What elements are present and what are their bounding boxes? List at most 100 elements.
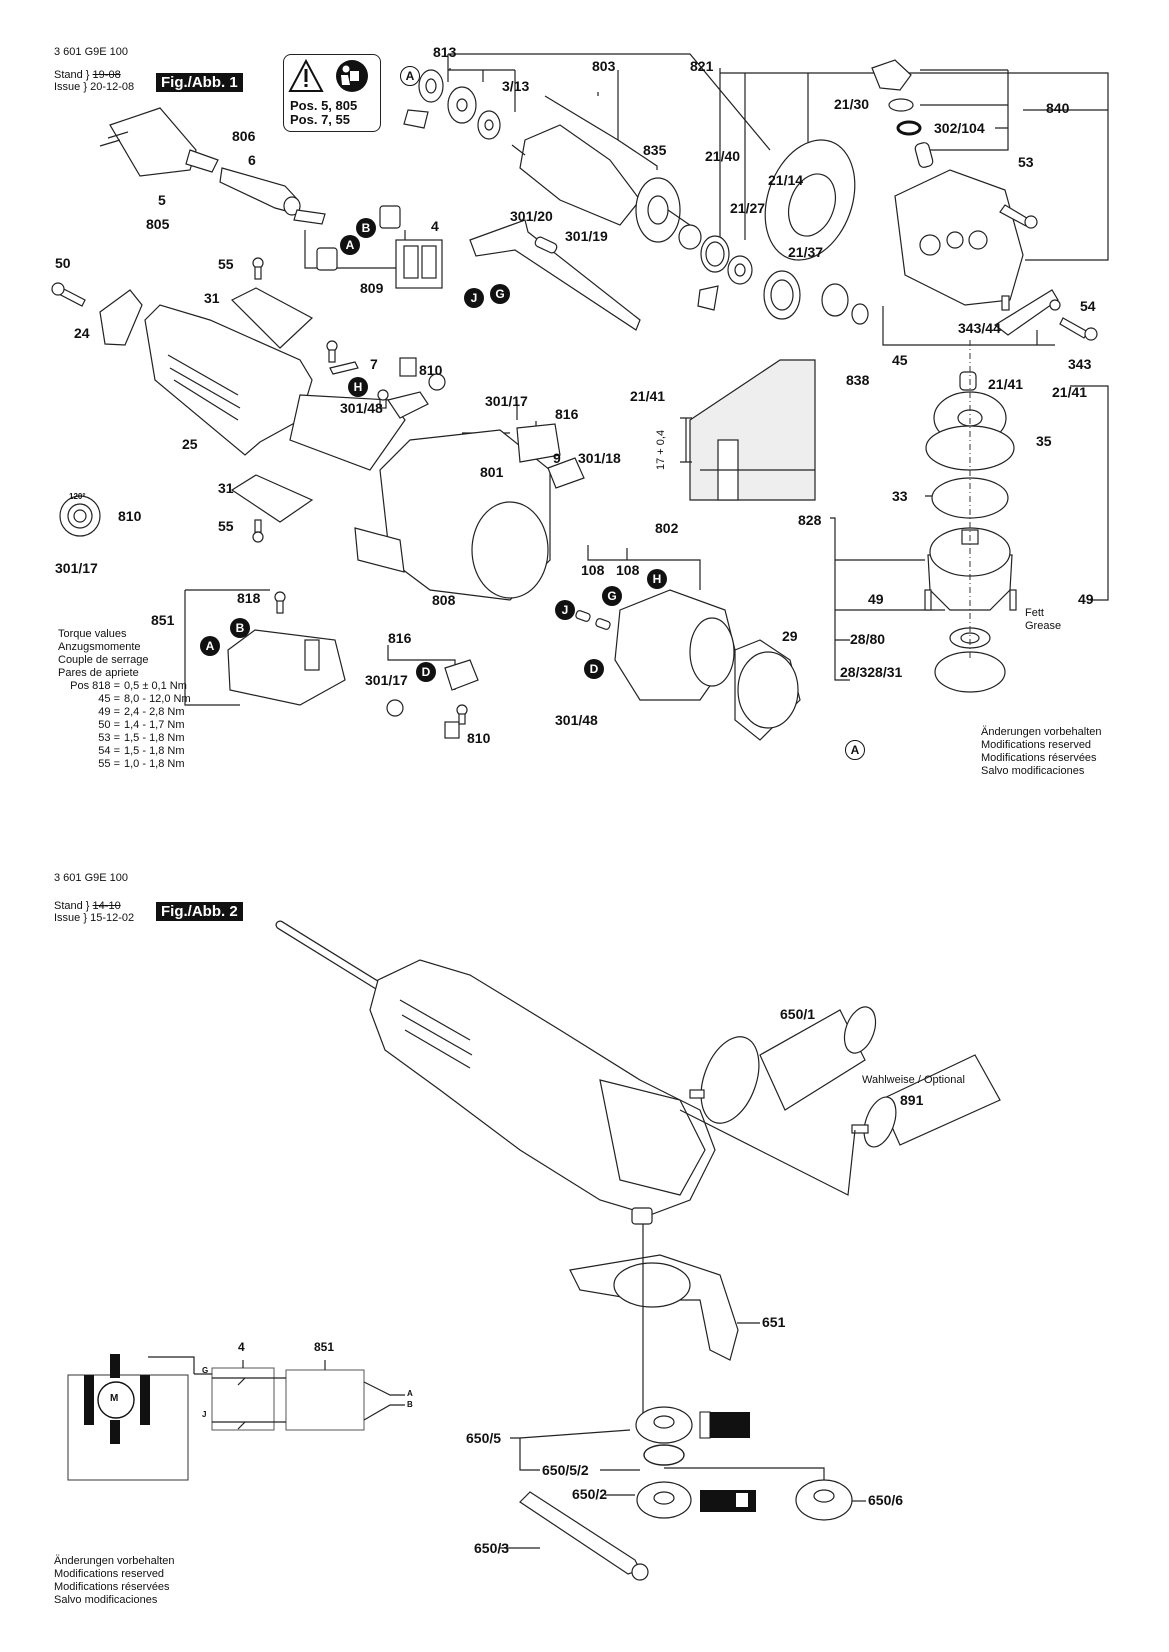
bearing-flange-828 bbox=[927, 527, 1013, 611]
brush-carrier-part bbox=[289, 394, 406, 471]
screw-50 bbox=[51, 282, 86, 307]
gear-housing-part bbox=[894, 169, 1024, 306]
part-label: 806 bbox=[232, 128, 256, 144]
part-label: 802 bbox=[655, 520, 679, 536]
part-label: 650/6 bbox=[868, 1492, 904, 1508]
warning-line-2: Pos. 7, 55 bbox=[290, 112, 350, 127]
callout-h: H bbox=[647, 569, 667, 589]
part-label: 851 bbox=[151, 612, 175, 628]
screw-54 bbox=[1059, 317, 1098, 341]
callout-d: D bbox=[584, 659, 604, 679]
brush-holder-lower bbox=[444, 659, 479, 691]
washer-part bbox=[700, 235, 730, 273]
callout-d: D bbox=[416, 662, 436, 682]
warning-line-1: Pos. 5, 805 bbox=[290, 98, 358, 113]
part-label: 6 bbox=[248, 152, 256, 168]
switch-part bbox=[395, 239, 443, 289]
callout-b: B bbox=[356, 218, 376, 238]
torque-row: 50 =1,4 - 1,7 Nm bbox=[98, 719, 185, 731]
stand-old: 19-08 bbox=[92, 69, 121, 81]
part-label: 301/18 bbox=[578, 450, 621, 466]
bearing-flange-part bbox=[764, 139, 856, 261]
part-label: 301/20 bbox=[510, 208, 553, 224]
part-label: 33 bbox=[892, 488, 908, 504]
part-label: 650/1 bbox=[780, 1006, 816, 1022]
issue-label: Issue bbox=[54, 81, 81, 93]
spindle-part bbox=[631, 1207, 653, 1225]
part-label: 301/19 bbox=[565, 228, 608, 244]
exploded-view-fig1 bbox=[51, 53, 1109, 741]
part-label: 808 bbox=[432, 592, 456, 608]
part-label: 810 bbox=[467, 730, 491, 746]
warning-box: Pos. 5, 805 Pos. 7, 55 bbox=[283, 54, 381, 132]
part-label: 650/5/2 bbox=[542, 1462, 589, 1478]
screw-55-top bbox=[252, 257, 264, 280]
lever-part bbox=[993, 289, 1061, 336]
torque-row: 45 =8,0 - 12,0 Nm bbox=[98, 693, 191, 705]
two-pin-wrench-part bbox=[519, 1491, 649, 1581]
screw-53 bbox=[999, 204, 1038, 229]
label-9 bbox=[516, 423, 561, 463]
part-label: 21/41 bbox=[630, 388, 666, 404]
part-label: 55 bbox=[218, 518, 234, 534]
sleeve-part bbox=[959, 371, 977, 391]
nut-section-icon bbox=[700, 1490, 756, 1512]
output-a: A bbox=[407, 1389, 413, 1398]
part-label: 810 bbox=[118, 508, 142, 524]
spring-343-44 bbox=[1001, 295, 1010, 311]
part-label: 25 bbox=[182, 436, 198, 452]
switch-label: 4 bbox=[238, 1340, 245, 1354]
part-label: 28/328/31 bbox=[840, 664, 903, 680]
part-label: 28/80 bbox=[850, 631, 886, 647]
cover-top-part bbox=[230, 287, 314, 349]
part-label: 840 bbox=[1046, 100, 1070, 116]
part-label: 53 bbox=[1018, 154, 1034, 170]
part-label: 21/37 bbox=[788, 244, 824, 260]
part-label: 650/2 bbox=[572, 1486, 608, 1502]
revision-block: Stand } 14-10 Issue } 15-12-02 bbox=[54, 900, 135, 924]
part-label: 650/3 bbox=[474, 1540, 510, 1556]
armature-part bbox=[511, 124, 701, 243]
spring-part bbox=[534, 236, 558, 254]
carbon-brush-lower bbox=[444, 721, 460, 739]
part-label: 809 bbox=[360, 280, 384, 296]
callout-a: A bbox=[200, 636, 220, 656]
part-label: 816 bbox=[388, 630, 412, 646]
stand-label: Stand bbox=[54, 69, 83, 81]
part-label: 801 bbox=[480, 464, 504, 480]
part-label: 21/41 bbox=[1052, 384, 1088, 400]
part-label: 55 bbox=[218, 256, 234, 272]
part-label: 650/5 bbox=[466, 1430, 502, 1446]
part-label: 835 bbox=[643, 142, 667, 158]
bearing-part bbox=[418, 69, 501, 140]
angle-grinder-body bbox=[369, 959, 716, 1216]
callout-j: J bbox=[555, 600, 575, 620]
part-label: 301/17 bbox=[55, 560, 98, 576]
terminal-g: G bbox=[202, 1366, 209, 1375]
part-label: 45 bbox=[892, 352, 908, 368]
part-label: 21/27 bbox=[730, 200, 766, 216]
brush-box-part bbox=[387, 391, 429, 419]
bevel-pinion-part bbox=[821, 283, 849, 317]
air-guide-part bbox=[734, 639, 801, 741]
output-b: B bbox=[407, 1400, 413, 1409]
o-ring-part bbox=[896, 120, 922, 136]
part-label: 21/40 bbox=[705, 148, 741, 164]
section-view bbox=[689, 359, 816, 501]
optional-note: Wahlweise / Optional bbox=[862, 1074, 965, 1086]
end-cap-part bbox=[99, 289, 143, 346]
lock-pin-part bbox=[914, 142, 934, 168]
spring-angle: 120° bbox=[69, 492, 86, 501]
callout-b: B bbox=[230, 618, 250, 638]
doc-number: 3 601 G9E 100 bbox=[54, 46, 129, 58]
part-label: 49 bbox=[868, 591, 884, 607]
terminal-j: J bbox=[202, 1410, 207, 1419]
part-label: 651 bbox=[762, 1314, 786, 1330]
clamping-nut-650-2 bbox=[636, 1481, 692, 1519]
callout-g: G bbox=[602, 586, 622, 606]
part-label: 803 bbox=[592, 58, 616, 74]
motor-symbol bbox=[97, 1381, 135, 1419]
nut-part bbox=[851, 303, 869, 325]
field-coil-part bbox=[614, 589, 736, 701]
callout-j: J bbox=[464, 288, 484, 308]
